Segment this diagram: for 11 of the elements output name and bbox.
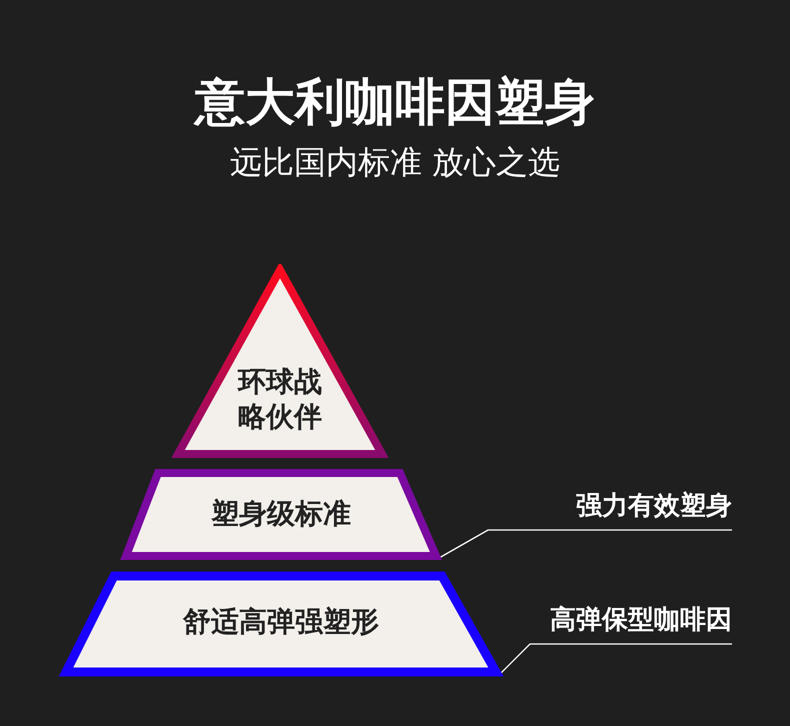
pyramid-bottom-tier <box>58 570 504 678</box>
side-label: 高弹保型咖啡因 <box>520 596 732 644</box>
title: 意大利咖啡因塑身 <box>192 72 596 132</box>
tier-text: 舒适高弹强塑形 <box>182 604 380 639</box>
leader-line <box>438 529 732 559</box>
tier-text: 塑身级标准 <box>210 496 352 531</box>
pyramid-middle-tier <box>120 468 442 562</box>
tier-text: 环球战略伙伴 <box>236 364 323 434</box>
pyramid-top-tier <box>172 264 388 460</box>
subtitle: 远比国内标准 放心之选 <box>228 142 562 183</box>
side-label: 强力有效塑身 <box>540 482 732 530</box>
